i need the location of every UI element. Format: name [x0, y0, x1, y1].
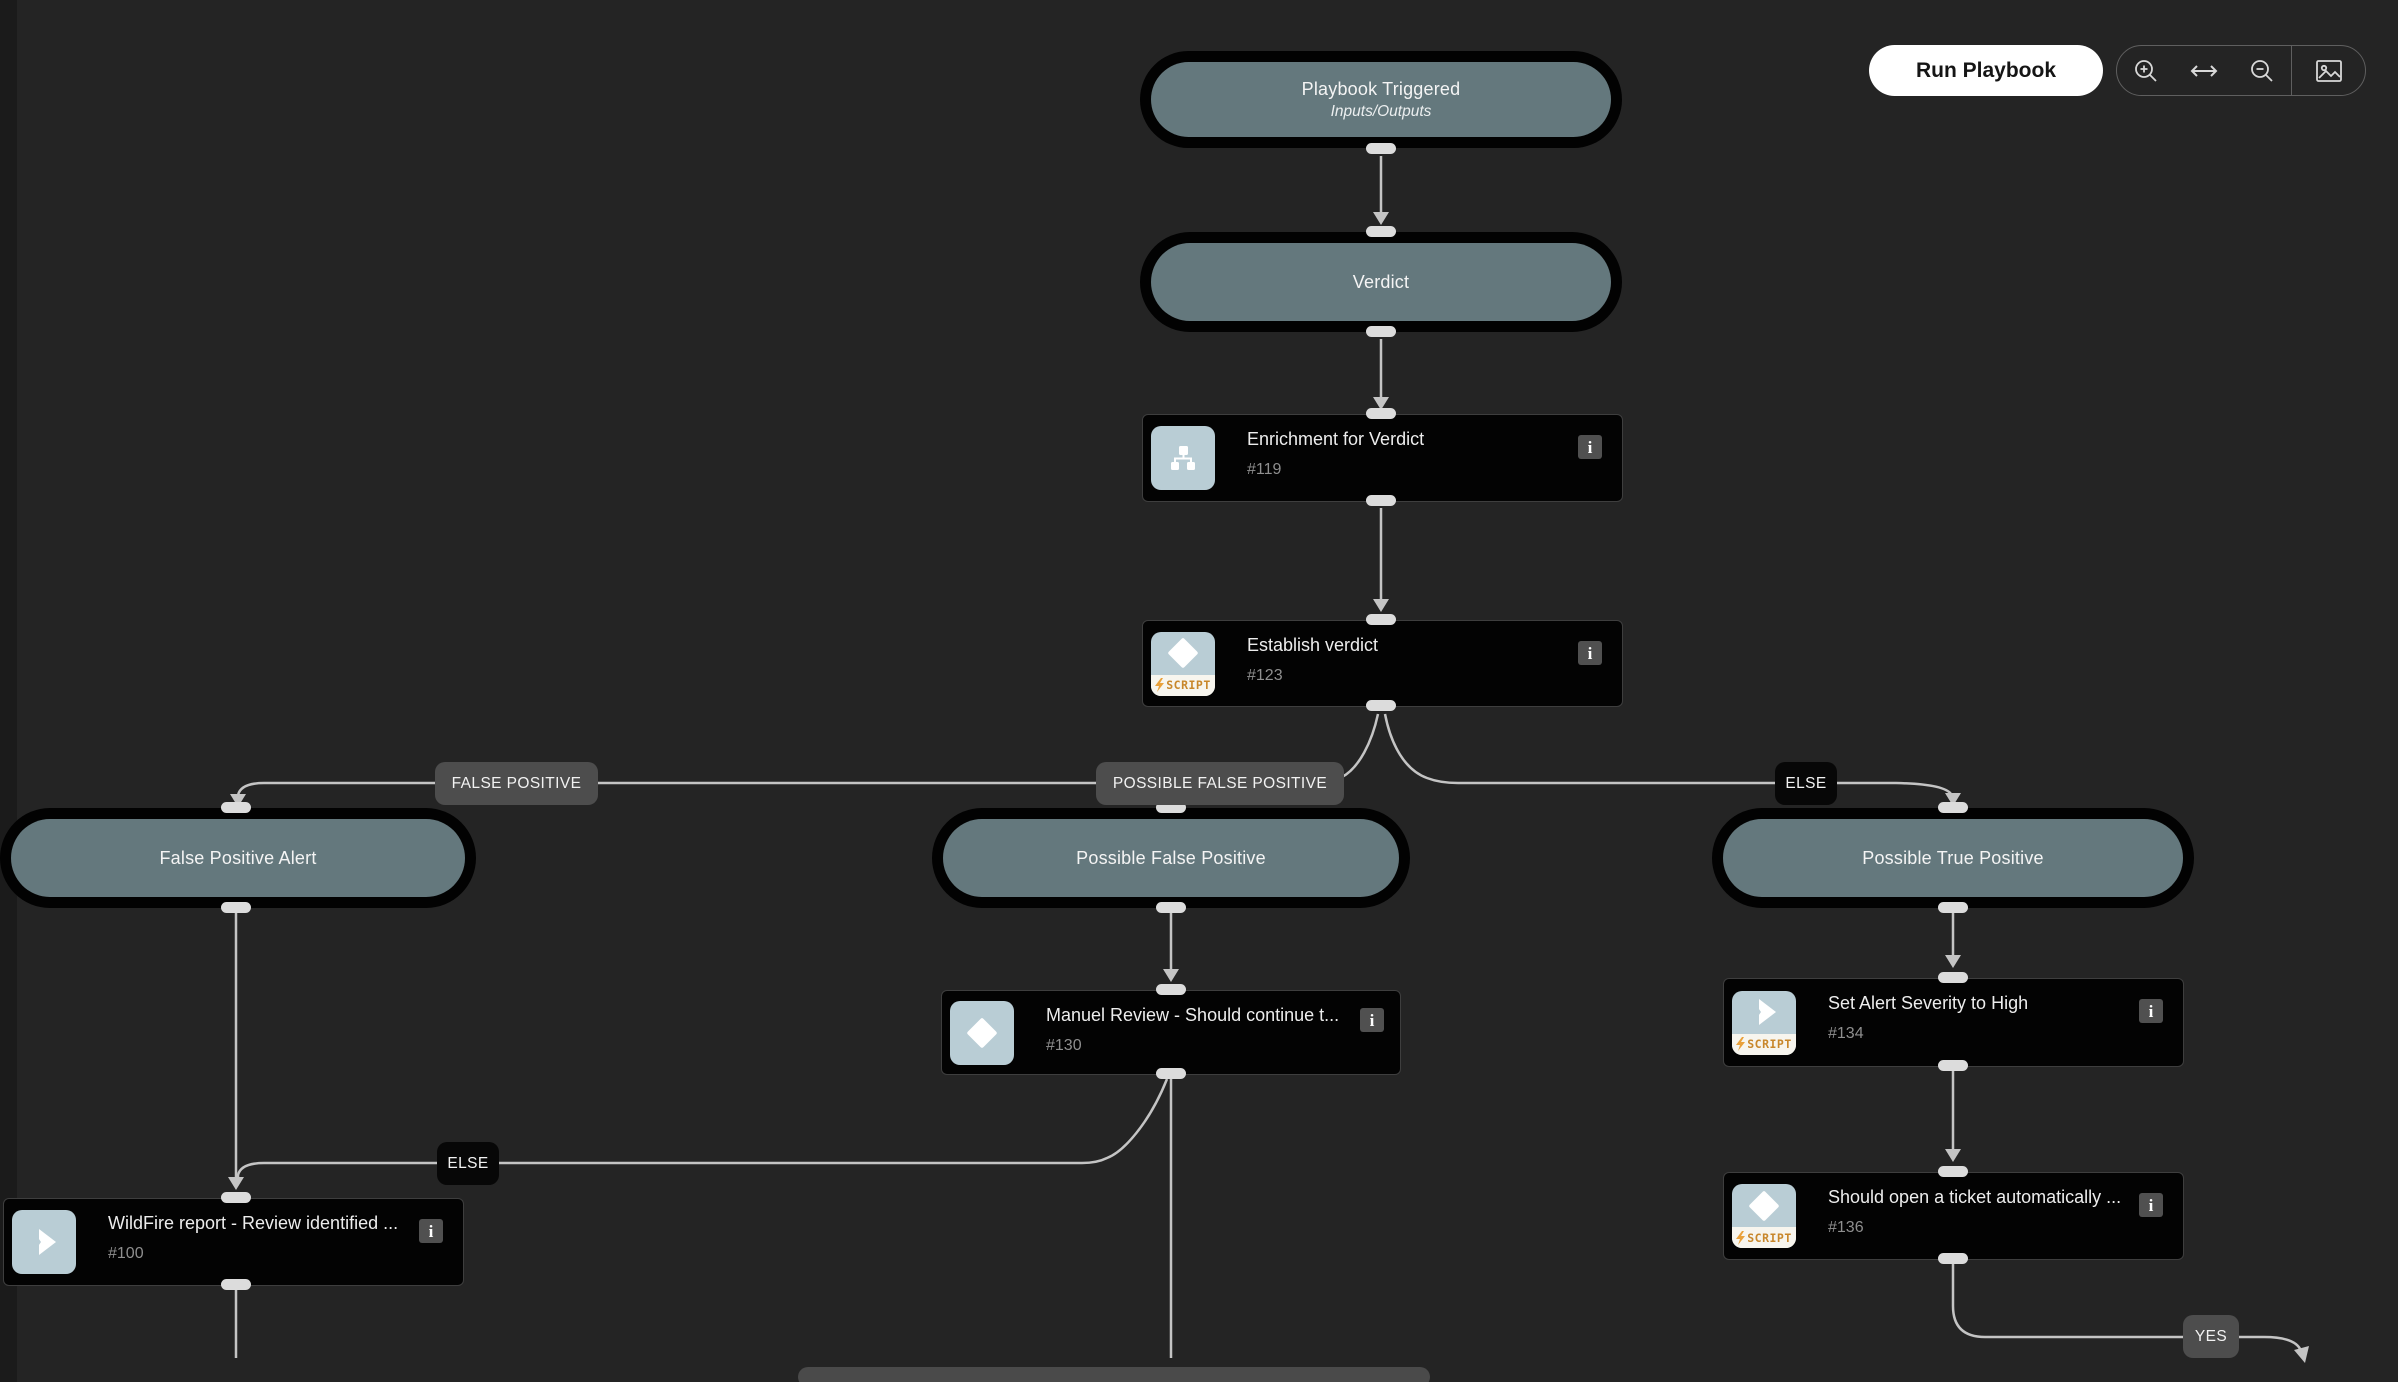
task-title: Establish verdict: [1247, 635, 1379, 655]
pill-label: Possible True Positive: [1862, 847, 2044, 868]
connector-handle[interactable]: [1938, 1060, 1968, 1071]
zoom-out-icon: [2251, 59, 2273, 82]
connector-handle[interactable]: [1366, 495, 1396, 506]
run-playbook-button[interactable]: Run Playbook: [1869, 45, 2103, 96]
task-number: #134: [1828, 1025, 1864, 1042]
connector-handle[interactable]: [1366, 143, 1396, 154]
export-image-button[interactable]: [2292, 46, 2365, 95]
lightning-icon: [1736, 1230, 1746, 1245]
image-icon: [2315, 59, 2342, 82]
pill-sublabel: Inputs/Outputs: [1330, 102, 1432, 120]
condition-icon: [950, 1000, 1014, 1065]
connector-handle[interactable]: [1366, 700, 1396, 711]
task-title: Should open a ticket automatically ...: [1828, 1187, 2122, 1207]
condition-script-icon: SCRIPT: [1732, 1184, 1796, 1248]
connector-handle[interactable]: [1156, 802, 1186, 813]
zoom-out-button[interactable]: [2233, 46, 2291, 95]
task-number: #119: [1247, 461, 1282, 478]
pill-false-positive-alert[interactable]: False Positive Alert: [0, 808, 476, 908]
connector-handle[interactable]: [221, 1279, 251, 1290]
chevron-glyph: [31, 1229, 56, 1255]
info-icon[interactable]: i: [1360, 1008, 1384, 1032]
connector-handle[interactable]: [1366, 614, 1396, 625]
task-title: WildFire report - Review identified ...: [108, 1213, 399, 1233]
task-title: Manuel Review - Should continue t...: [1046, 1005, 1340, 1025]
zoom-in-button[interactable]: [2117, 46, 2175, 95]
diamond-glyph: [1748, 1189, 1780, 1222]
connector-handle[interactable]: [1938, 802, 1968, 813]
edge-label-possible-false-positive[interactable]: POSSIBLE FALSE POSITIVE: [1096, 762, 1344, 805]
pill-playbook-triggered[interactable]: Playbook Triggered Inputs/Outputs: [1140, 51, 1622, 148]
task-wildfire-report[interactable]: WildFire report - Review identified ... …: [3, 1198, 464, 1286]
task-number: #123: [1247, 667, 1283, 684]
task-number: #130: [1046, 1037, 1082, 1054]
info-icon[interactable]: i: [419, 1219, 443, 1243]
info-icon[interactable]: i: [1578, 641, 1602, 665]
edge-label-else[interactable]: ELSE: [1775, 762, 1837, 805]
edge-label-false-positive[interactable]: FALSE POSITIVE: [435, 762, 598, 805]
diamond-glyph: [966, 1016, 998, 1049]
pill-possible-true-positive[interactable]: Possible True Positive: [1712, 808, 2194, 908]
connector-handle[interactable]: [1366, 408, 1396, 419]
task-open-ticket[interactable]: SCRIPT Should open a ticket automaticall…: [1723, 1172, 2184, 1260]
script-badge: SCRIPT: [1151, 674, 1215, 696]
lightning-icon: [1736, 1037, 1746, 1051]
connector-handle[interactable]: [221, 902, 251, 913]
connector-handle[interactable]: [1938, 1166, 1968, 1177]
task-enrichment-for-verdict[interactable]: Enrichment for Verdict #119 i: [1142, 414, 1623, 502]
script-badge: SCRIPT: [1732, 1227, 1796, 1248]
connector-handle[interactable]: [1938, 1253, 1968, 1264]
connector-handle[interactable]: [221, 1192, 251, 1203]
edge-label-yes[interactable]: YES: [2183, 1315, 2239, 1358]
pill-label: False Positive Alert: [159, 847, 317, 868]
connector-handle[interactable]: [221, 802, 251, 813]
connector-handle[interactable]: [1156, 1068, 1186, 1079]
pill-label: Possible False Positive: [1076, 847, 1266, 868]
task-number: #100: [108, 1245, 144, 1262]
fit-width-button[interactable]: [2175, 46, 2233, 95]
task-title: Enrichment for Verdict: [1247, 429, 1425, 449]
lightning-icon: [1155, 678, 1165, 692]
connector-handle[interactable]: [1156, 984, 1186, 995]
diamond-glyph: [1167, 637, 1199, 669]
connector-handle[interactable]: [1366, 326, 1396, 337]
task-title: Set Alert Severity to High: [1828, 993, 2029, 1013]
pill-possible-false-positive[interactable]: Possible False Positive: [932, 808, 1410, 908]
info-icon[interactable]: i: [2139, 1193, 2163, 1217]
manual-script-icon: SCRIPT: [1732, 990, 1796, 1055]
connector-handle[interactable]: [1156, 902, 1186, 913]
zoom-in-icon: [2135, 59, 2157, 82]
info-icon[interactable]: i: [2139, 999, 2163, 1023]
task-set-alert-severity[interactable]: SCRIPT Set Alert Severity to High #134 i: [1723, 978, 2184, 1067]
task-number: #136: [1828, 1219, 1864, 1236]
canvas-controls: [2116, 45, 2366, 96]
canvas-left-edge: [0, 0, 17, 1382]
condition-script-icon: SCRIPT: [1151, 631, 1215, 696]
controls-divider: [2291, 45, 2292, 96]
task-establish-verdict[interactable]: SCRIPT Establish verdict #123 i: [1142, 620, 1623, 707]
script-badge: SCRIPT: [1732, 1033, 1796, 1055]
info-icon[interactable]: i: [1578, 435, 1602, 459]
connector-handle[interactable]: [1366, 226, 1396, 237]
pill-label: Verdict: [1352, 271, 1410, 292]
sub-playbook-icon: [1151, 426, 1215, 490]
edge-label-else[interactable]: ELSE: [437, 1142, 499, 1185]
connector-handle[interactable]: [1938, 972, 1968, 983]
task-manual-review[interactable]: Manuel Review - Should continue t... #13…: [941, 990, 1401, 1075]
chevron-glyph: [1751, 999, 1776, 1025]
pill-label: Playbook Triggered: [1301, 78, 1461, 99]
horizontal-scrollbar[interactable]: [798, 1367, 1430, 1382]
connector-handle[interactable]: [1938, 902, 1968, 913]
fit-width-icon: [2190, 64, 2218, 77]
pill-verdict[interactable]: Verdict: [1140, 232, 1622, 332]
manual-task-icon: [12, 1210, 76, 1274]
